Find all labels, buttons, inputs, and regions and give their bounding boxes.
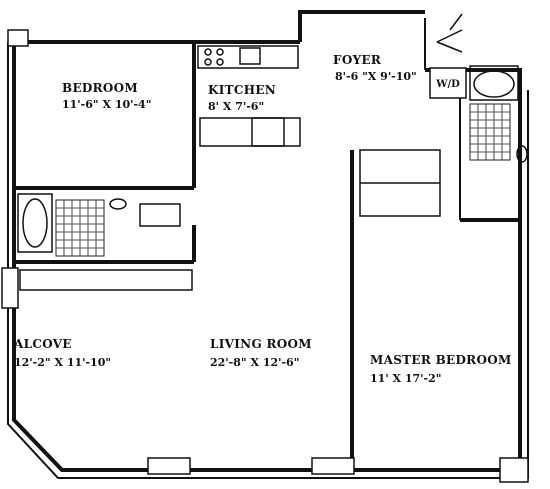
bath-tile-left (55, 198, 181, 257)
room-master-bedroom: MASTER BEDROOM 11' X 17'-2" (370, 353, 512, 385)
washer-dryer: W/D (429, 67, 467, 99)
alcove-dims: 12'-2" X 11'-10" (14, 356, 111, 369)
washer-dryer-label: W/D (435, 79, 460, 90)
alcove-name: ALCOVE (13, 337, 72, 351)
foyer-name: FOYER (333, 53, 382, 67)
bath-tile-right (469, 103, 528, 163)
room-foyer: FOYER 8'-6 "X 9'-10" (333, 53, 417, 83)
bedroom-name: BEDROOM (62, 81, 138, 95)
entry-door (436, 13, 463, 53)
master-bedroom-dims: 11' X 17'-2" (370, 372, 442, 385)
master-bedroom-name: MASTER BEDROOM (370, 353, 512, 367)
windows (147, 457, 355, 475)
interior-walls (14, 42, 520, 458)
foyer-dims: 8'-6 "X 9'-10" (335, 70, 417, 83)
room-kitchen: KITCHEN 8' X 7'-6" (208, 83, 276, 113)
bathtub-right (469, 65, 519, 101)
bathtub-left (17, 193, 53, 253)
kitchen-dims: 8' X 7'-6" (208, 100, 264, 113)
living-room-name: LIVING ROOM (210, 337, 312, 351)
living-room-dims: 22'-8" X 12'-6" (210, 356, 299, 369)
bedroom-dims: 11'-6" X 10'-4" (62, 98, 151, 111)
kitchen-name: KITCHEN (208, 83, 276, 97)
exterior-walls (1, 10, 529, 483)
room-living-room: LIVING ROOM 22'-8" X 12'-6" (210, 337, 312, 369)
room-alcove: ALCOVE 12'-2" X 11'-10" (13, 337, 111, 369)
room-bedroom: BEDROOM 11'-6" X 10'-4" (62, 81, 151, 111)
